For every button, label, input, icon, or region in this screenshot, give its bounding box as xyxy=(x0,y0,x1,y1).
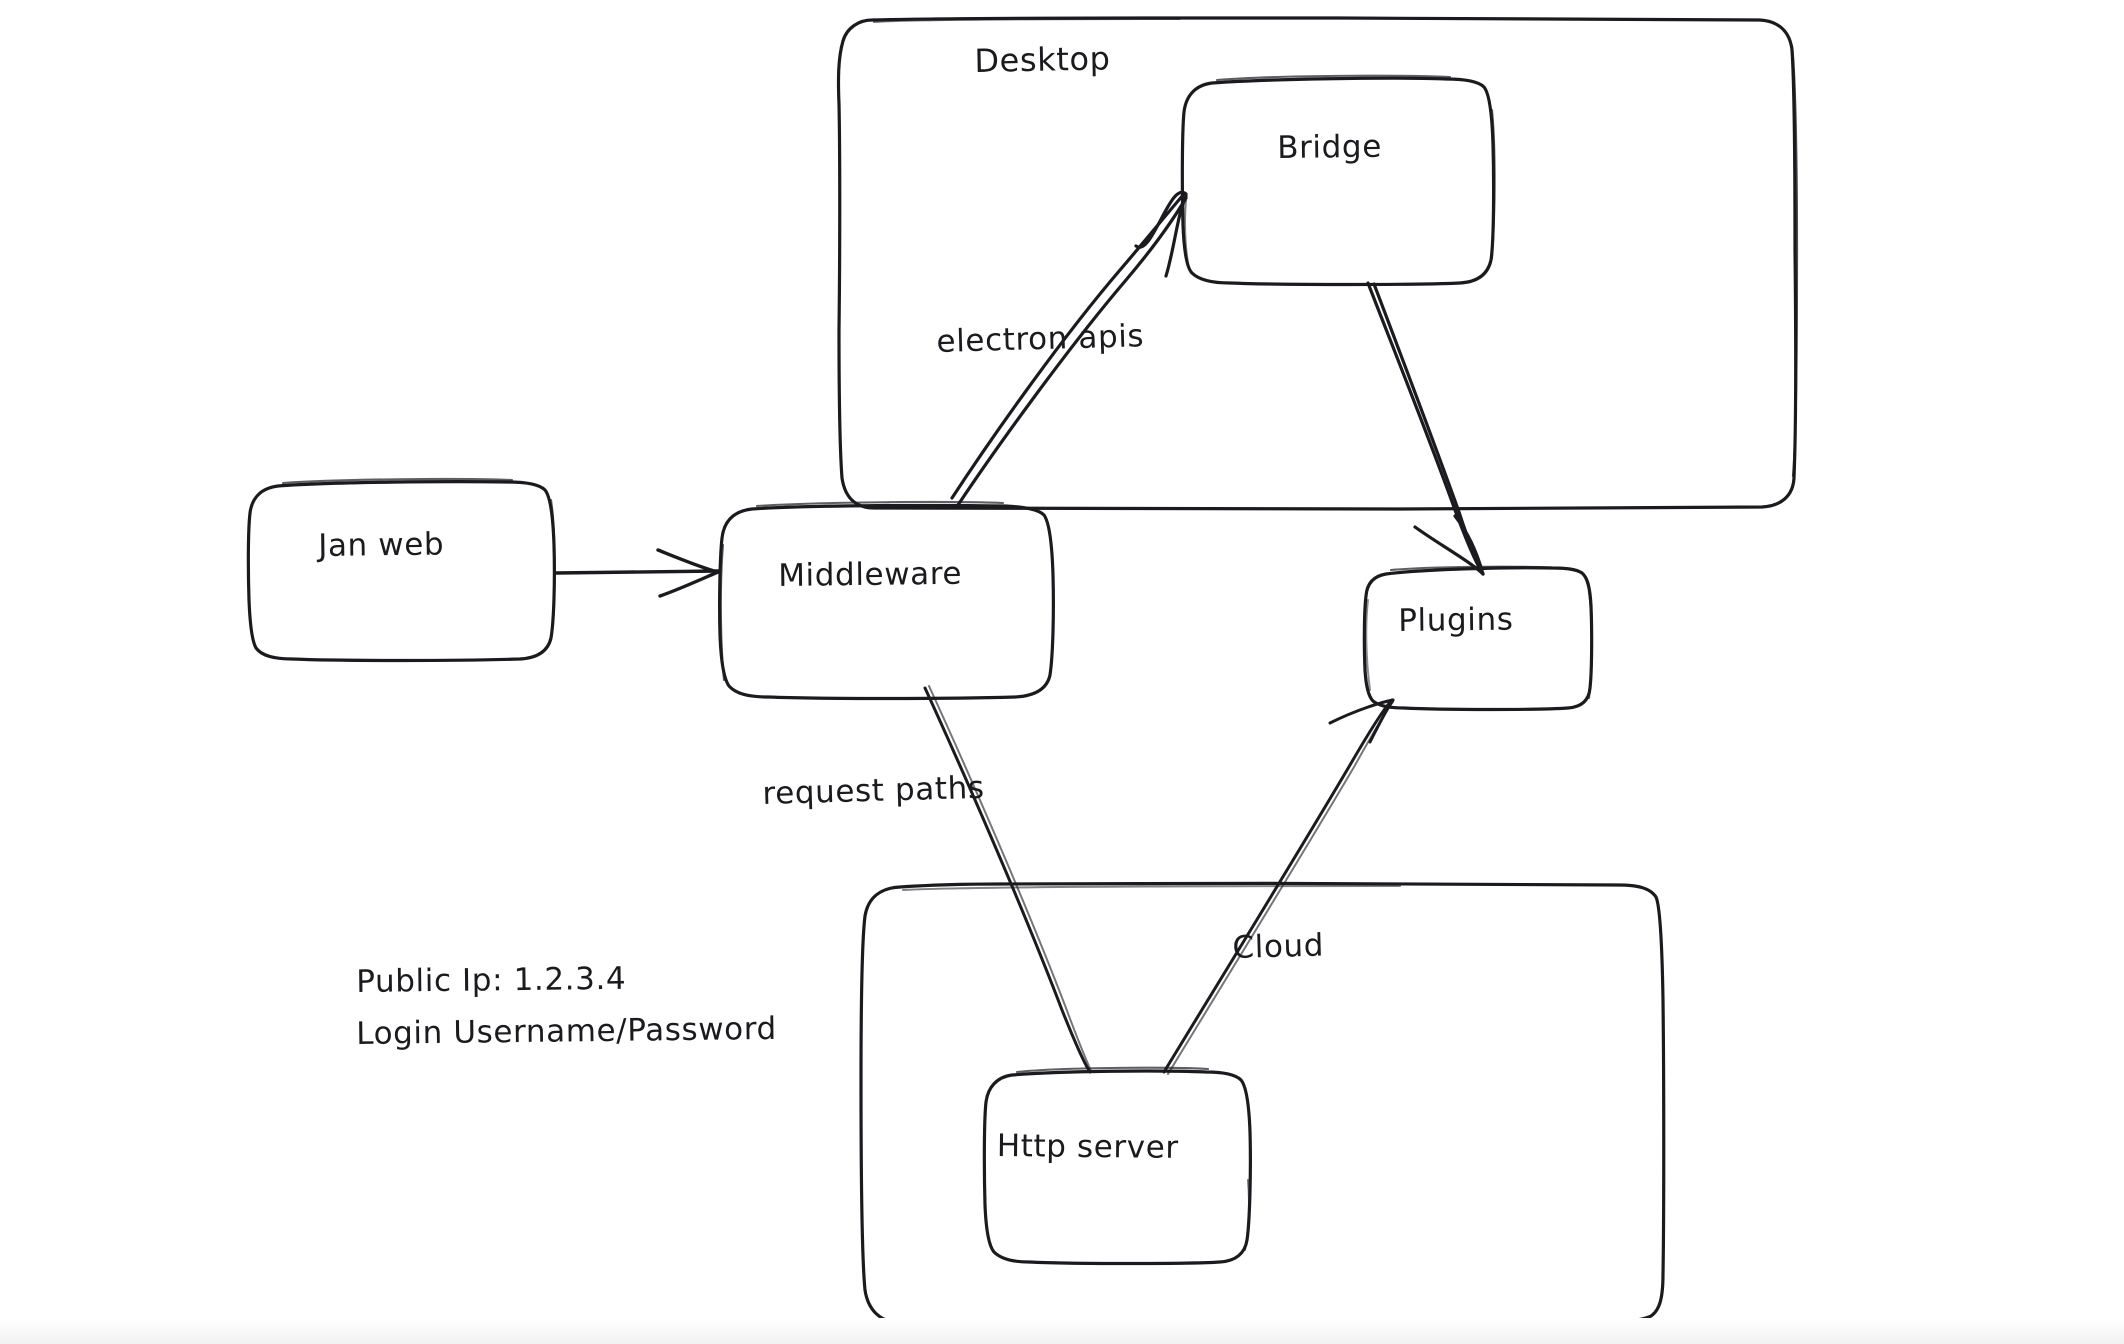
node-label-http-server: Http server xyxy=(996,1128,1179,1166)
node-label-jan-web: Jan web xyxy=(318,526,445,564)
note-public-ip: Public Ip: 1.2.3.4 xyxy=(356,960,627,1000)
group-desktop-outline xyxy=(836,16,1799,511)
edge-label-electron-apis: electron apis xyxy=(936,318,1145,360)
node-jan-web-outline[interactable] xyxy=(246,477,556,663)
node-label-middleware: Middleware xyxy=(778,555,963,594)
group-cloud-outline xyxy=(859,881,1666,1328)
bottom-edge-strip xyxy=(0,1318,2124,1344)
node-http-server-outline[interactable] xyxy=(982,1066,1252,1266)
node-label-plugins: Plugins xyxy=(1398,601,1514,639)
edge-middleware-to-bridge xyxy=(950,190,1188,507)
edge-httpserver-to-plugins xyxy=(1162,698,1395,1075)
edge-label-cloud: Cloud xyxy=(1232,927,1325,966)
node-label-bridge: Bridge xyxy=(1277,128,1383,166)
edge-bridge-to-plugins xyxy=(1366,281,1485,576)
edge-middleware-to-httpserver xyxy=(923,685,1092,1074)
node-middleware-outline[interactable] xyxy=(718,500,1055,701)
node-bridge-outline[interactable] xyxy=(1180,74,1496,287)
group-label-desktop: Desktop xyxy=(974,39,1111,80)
edge-label-request-paths: request paths xyxy=(762,769,986,812)
edge-janweb-to-middleware xyxy=(554,548,720,598)
note-login-credentials: Login Username/Password xyxy=(356,1010,778,1052)
